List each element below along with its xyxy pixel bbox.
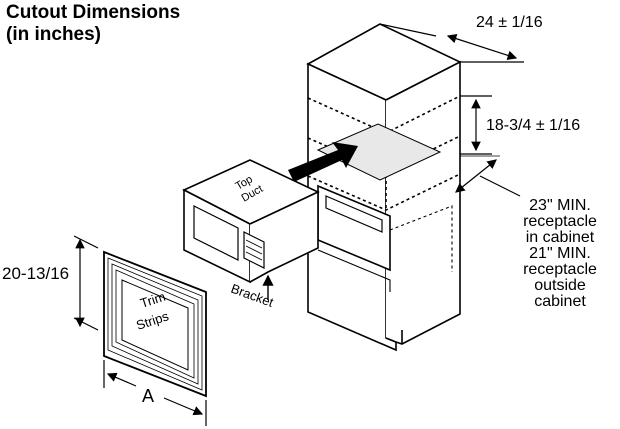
cabinet-height-label: 18-3/4 ± 1/16 bbox=[486, 117, 580, 134]
microwave-oven bbox=[182, 159, 320, 284]
trim-label-1: Trim bbox=[138, 289, 167, 311]
depth-note-line-7: cabinet bbox=[534, 293, 586, 310]
cabinet-width-dimension bbox=[379, 23, 524, 63]
wall-cabinet bbox=[306, 23, 462, 352]
cabinet-depth-dimension bbox=[455, 155, 521, 197]
trim-height-label: 20-13/16 bbox=[2, 264, 69, 283]
depth-note-line-3: in cabinet bbox=[525, 229, 595, 246]
diagram-title: Cutout Dimensions (in inches) bbox=[6, 2, 180, 46]
depth-note-line-6: outside bbox=[534, 277, 586, 294]
cabinet-width-label: 24 ± 1/16 bbox=[476, 14, 543, 31]
depth-note-line-1: 23" MIN. bbox=[529, 197, 591, 214]
trim-height-dimension bbox=[73, 235, 99, 331]
trim-width-dimension bbox=[103, 360, 207, 426]
depth-note-line-2: receptacle bbox=[523, 213, 597, 230]
depth-note-line-4: 21" MIN. bbox=[529, 245, 591, 262]
trim-kit-frame bbox=[103, 250, 207, 398]
depth-note-line-5: receptacle bbox=[523, 261, 597, 278]
insert-arrow bbox=[288, 142, 358, 182]
title-line-1: Cutout Dimensions bbox=[6, 2, 181, 23]
trim-width-label: A bbox=[142, 386, 154, 406]
depth-requirement-note: 23" MIN. receptacle in cabinet 21" MIN. … bbox=[500, 198, 620, 310]
cabinet-height-dimension bbox=[460, 95, 492, 155]
bracket-label: Bracket bbox=[229, 281, 276, 310]
title-line-2: (in inches) bbox=[6, 24, 102, 45]
